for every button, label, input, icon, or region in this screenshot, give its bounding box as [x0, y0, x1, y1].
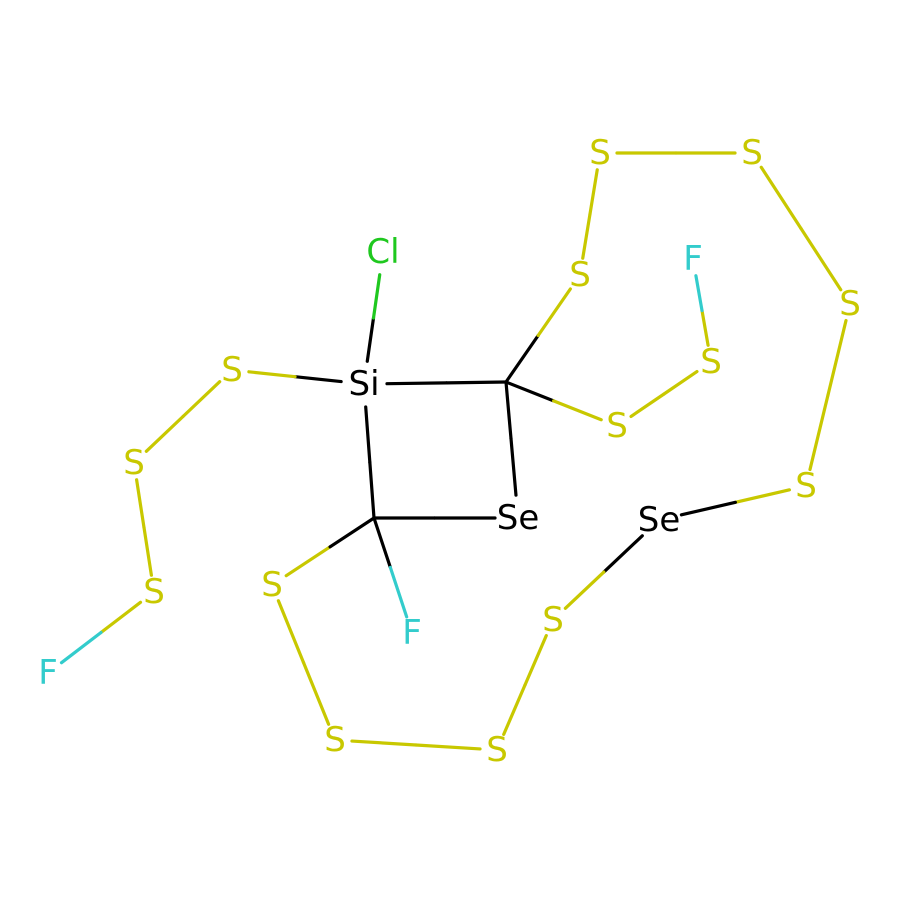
bond-half	[414, 743, 482, 751]
atom-label-S_c1: S	[606, 406, 628, 446]
atom-label-S_b3: S	[741, 133, 763, 173]
bond-S_a2-S_a3	[135, 478, 153, 577]
atom-label-S_b1: S	[569, 255, 591, 295]
bond-C2-F3	[372, 516, 409, 619]
atom-label-F1: F	[38, 653, 58, 693]
bond-half	[504, 333, 540, 384]
bond-half	[502, 683, 527, 736]
atom-label-F2: F	[683, 239, 703, 279]
bond-Si1-Cl1	[365, 273, 382, 363]
bond-half	[759, 165, 803, 231]
bond-half	[563, 570, 606, 610]
bond-half	[284, 545, 332, 578]
bond-half	[536, 287, 572, 338]
bond-half	[799, 226, 843, 292]
bond-S_c2-F2	[694, 274, 710, 347]
atom-label-Se1: Se	[497, 498, 540, 538]
bond-Se2-S_b6	[563, 534, 644, 610]
bond-half	[504, 380, 513, 441]
bond-C1-S_b1	[504, 287, 572, 384]
atom-label-S_b9: S	[261, 565, 283, 605]
bond-half	[301, 660, 331, 726]
bond-C1-Se1	[504, 380, 518, 497]
bond-S_a1-S_a2	[144, 380, 222, 453]
bond-half	[679, 500, 738, 517]
bond-half	[371, 273, 382, 320]
bond-half	[581, 212, 592, 260]
bond-half	[144, 414, 185, 453]
bond-S_b1-S_b2	[581, 168, 599, 260]
bond-half	[372, 516, 392, 570]
atom-label-S_a1: S	[221, 350, 243, 390]
bond-half	[733, 488, 792, 504]
bond-Si1-S_a1	[247, 370, 343, 384]
bond-half	[504, 380, 556, 403]
atom-label-S_c2: S	[700, 342, 722, 382]
bond-layer	[59, 151, 848, 751]
atom-label-S_b7: S	[486, 730, 508, 770]
bond-S_b7-S_b8	[350, 739, 482, 751]
bond-half	[135, 478, 146, 530]
atom-label-Cl1: Cl	[366, 232, 399, 272]
bond-half	[368, 460, 376, 520]
bond-half	[365, 316, 376, 363]
atom-label-S_b5: S	[795, 466, 817, 506]
atom-label-S_a3: S	[143, 572, 165, 612]
bond-S_c1-S_c2	[629, 369, 699, 419]
atom-label-S_b4: S	[839, 284, 861, 324]
bond-half	[181, 380, 222, 419]
atom-label-Si1: Si	[348, 364, 379, 404]
atom-label-S_a2: S	[123, 443, 145, 483]
bond-S_b8-S_b9	[276, 599, 331, 726]
bond-S_b3-S_b4	[759, 165, 843, 292]
bond-half	[602, 534, 644, 574]
bond-half	[388, 565, 409, 619]
bond-half	[551, 399, 603, 422]
bond-S_b4-S_b5	[808, 318, 848, 472]
atom-label-S_b2: S	[589, 133, 611, 173]
bond-half	[276, 599, 306, 665]
bond-C1-S_c1	[504, 380, 603, 422]
bond-half	[142, 525, 153, 577]
atom-label-F3: F	[402, 613, 422, 653]
bond-half	[588, 168, 599, 216]
bond-S_b6-S_b7	[502, 634, 548, 736]
bond-half	[293, 375, 343, 384]
bond-Si1-C2	[364, 405, 376, 520]
bond-half	[808, 393, 830, 472]
bond-half	[364, 405, 372, 465]
bond-half	[444, 380, 508, 385]
bond-half	[385, 381, 449, 386]
bond-half	[99, 600, 143, 635]
bond-half	[523, 634, 548, 687]
bond-half	[328, 516, 376, 549]
bond-half	[247, 370, 297, 379]
bond-half	[629, 392, 666, 419]
atom-label-S_b6: S	[542, 600, 564, 640]
atom-label-S_b8: S	[324, 720, 346, 760]
bond-half	[59, 630, 103, 665]
bond-half	[826, 318, 848, 397]
bond-S_a3-F1	[59, 600, 143, 665]
atom-label-Se2: Se	[638, 500, 681, 540]
bond-half	[694, 274, 704, 313]
bond-half	[350, 739, 418, 747]
bond-S_b5-Se2	[679, 488, 792, 517]
bond-half	[662, 369, 699, 396]
bond-half	[700, 308, 710, 347]
bond-half	[509, 436, 518, 497]
bond-Si1-C1	[385, 380, 508, 386]
bond-S_b9-C2	[284, 516, 376, 578]
